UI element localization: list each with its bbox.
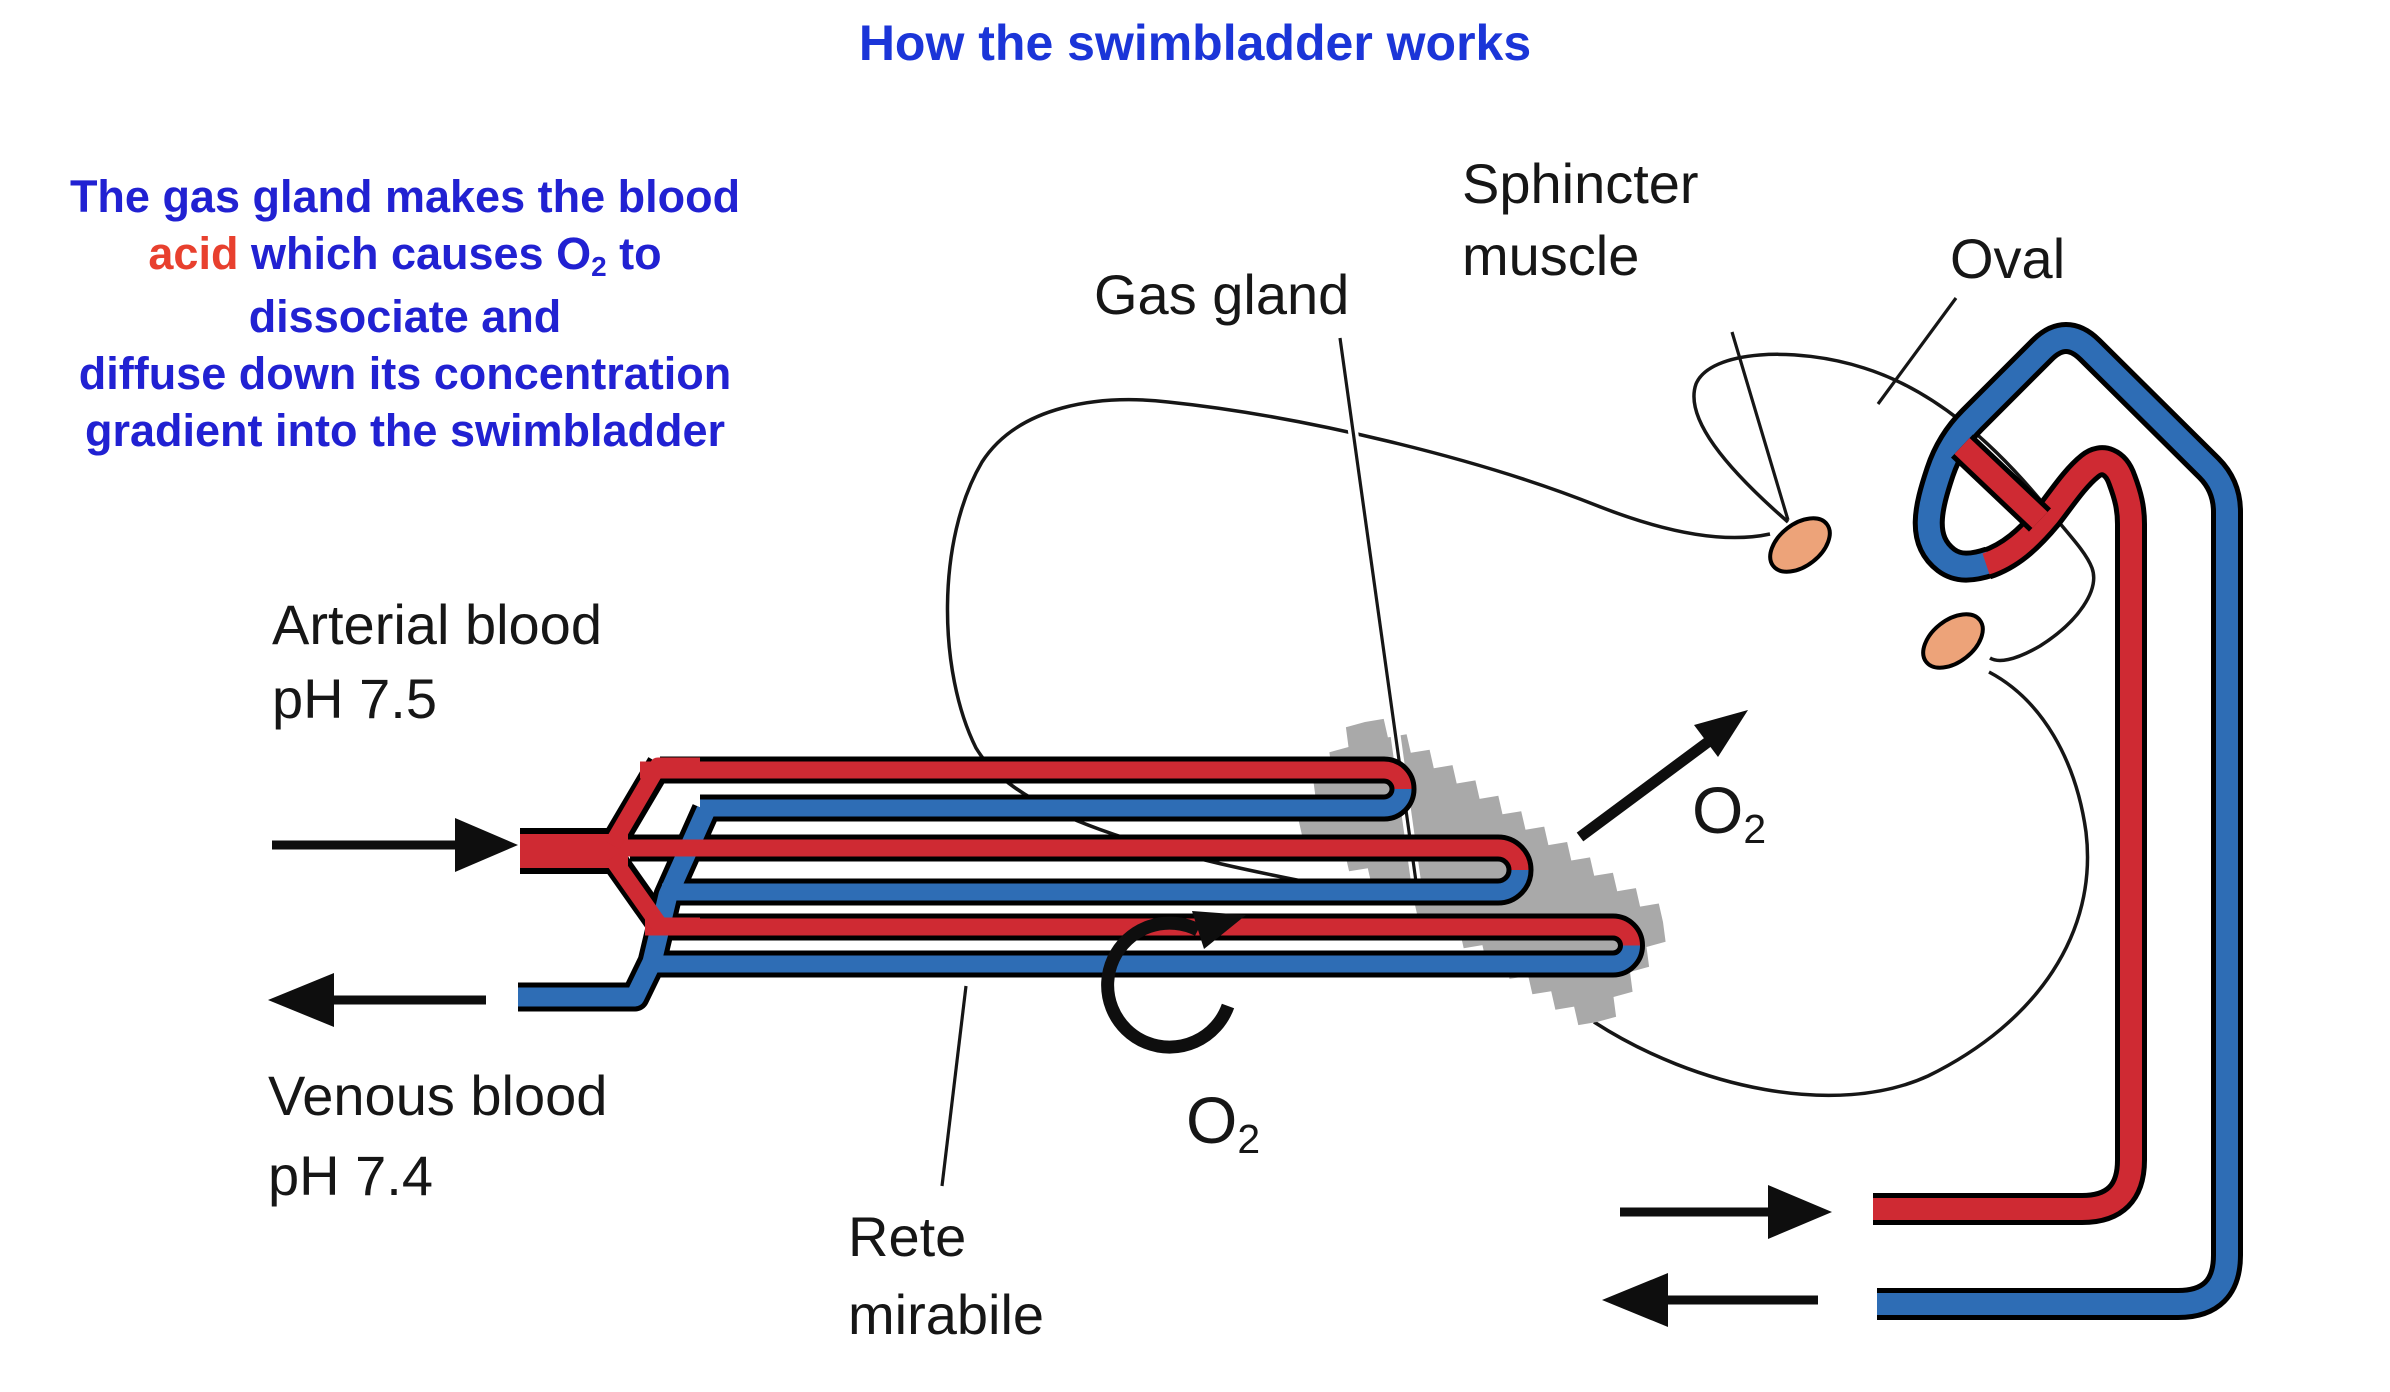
artery-branch-stub [1954, 438, 2048, 528]
o2-gland-main: O [1692, 773, 1744, 847]
intro-segment: dissociate and [248, 291, 562, 342]
intro-accent-word: acid [148, 228, 239, 279]
rete-label-line1: Rete [848, 1205, 967, 1268]
oval-label-text: Oval [1950, 227, 2066, 290]
intro-line: gradient into the swimbladder [10, 402, 800, 459]
sphincter-leader-line [1730, 331, 1790, 521]
intro-segment: to [606, 228, 662, 279]
intro-line: acid which causes O2 to [10, 225, 800, 288]
artery-loop [1873, 450, 2142, 1220]
rete-mirabile-vessels [518, 756, 1645, 1012]
swimbladder-outline [945, 352, 2096, 1098]
oval-vessel-loop [1873, 322, 2243, 1320]
intro-segment: which causes O [238, 228, 592, 279]
rete-vein-fills [518, 788, 1640, 1007]
rete-label-line2: mirabile [848, 1283, 1045, 1346]
label-venous-blood: Venous blood pH 7.4 [268, 1056, 607, 1216]
vein-loop [1877, 327, 2238, 1315]
o2-recycle-arrow [1101, 911, 1246, 1054]
intro-segment: 2 [591, 250, 607, 282]
label-rete-mirabile: Rete mirabile [848, 1198, 1044, 1354]
sphincter-label-line2: muscle [1462, 224, 1640, 287]
venous-label-line2: pH 7.4 [268, 1144, 433, 1207]
sphincter-opening [1768, 516, 1832, 574]
venous-label-line1: Venous blood [268, 1064, 608, 1127]
leader-lines [940, 297, 1958, 1187]
o2-diffusion-arrow [1576, 710, 1748, 842]
gas-gland-label-text: Gas gland [1094, 263, 1350, 326]
page-title: How the swimbladder works [858, 15, 1532, 71]
right-in-arrow [1620, 1185, 1832, 1239]
venous-out-arrow [268, 973, 486, 1027]
label-sphincter-muscle: Sphincter muscle [1462, 148, 1699, 292]
label-o2-gland: O2 [1692, 772, 1766, 852]
oval-leader-line [1876, 297, 1958, 405]
right-out-arrow [1602, 1273, 1818, 1327]
intro-line: diffuse down its concentration [10, 345, 800, 402]
o2-gland-sub: 2 [1743, 806, 1767, 853]
arterial-label-line2: pH 7.5 [272, 667, 437, 730]
rete-leader-line [940, 985, 968, 1187]
o2-rete-main: O [1186, 1083, 1238, 1157]
arterial-label-line1: Arterial blood [272, 593, 602, 656]
o2-rete-sub: 2 [1237, 1116, 1261, 1163]
flow-arrows [268, 710, 1832, 1327]
intro-line: dissociate and [10, 288, 800, 345]
label-gas-gland: Gas gland [1094, 258, 1349, 332]
arterial-in-arrow [272, 818, 518, 872]
intro-segment: diffuse down its concentration [78, 348, 732, 399]
sphincter-label-line1: Sphincter [1462, 152, 1699, 215]
label-arterial-blood: Arterial blood pH 7.5 [272, 588, 602, 736]
label-o2-rete: O2 [1186, 1082, 1260, 1162]
oval-opening [1921, 612, 1985, 670]
swimbladder-right-lobe-outline [1593, 670, 2090, 1098]
rete-artery-fills [520, 757, 1640, 947]
intro-segment: The gas gland makes the blood [69, 171, 741, 222]
intro-segment: gradient into the swimbladder [84, 405, 726, 456]
intro-line: The gas gland makes the blood [10, 168, 800, 225]
label-oval: Oval [1950, 222, 2065, 296]
openings [1768, 516, 1985, 670]
